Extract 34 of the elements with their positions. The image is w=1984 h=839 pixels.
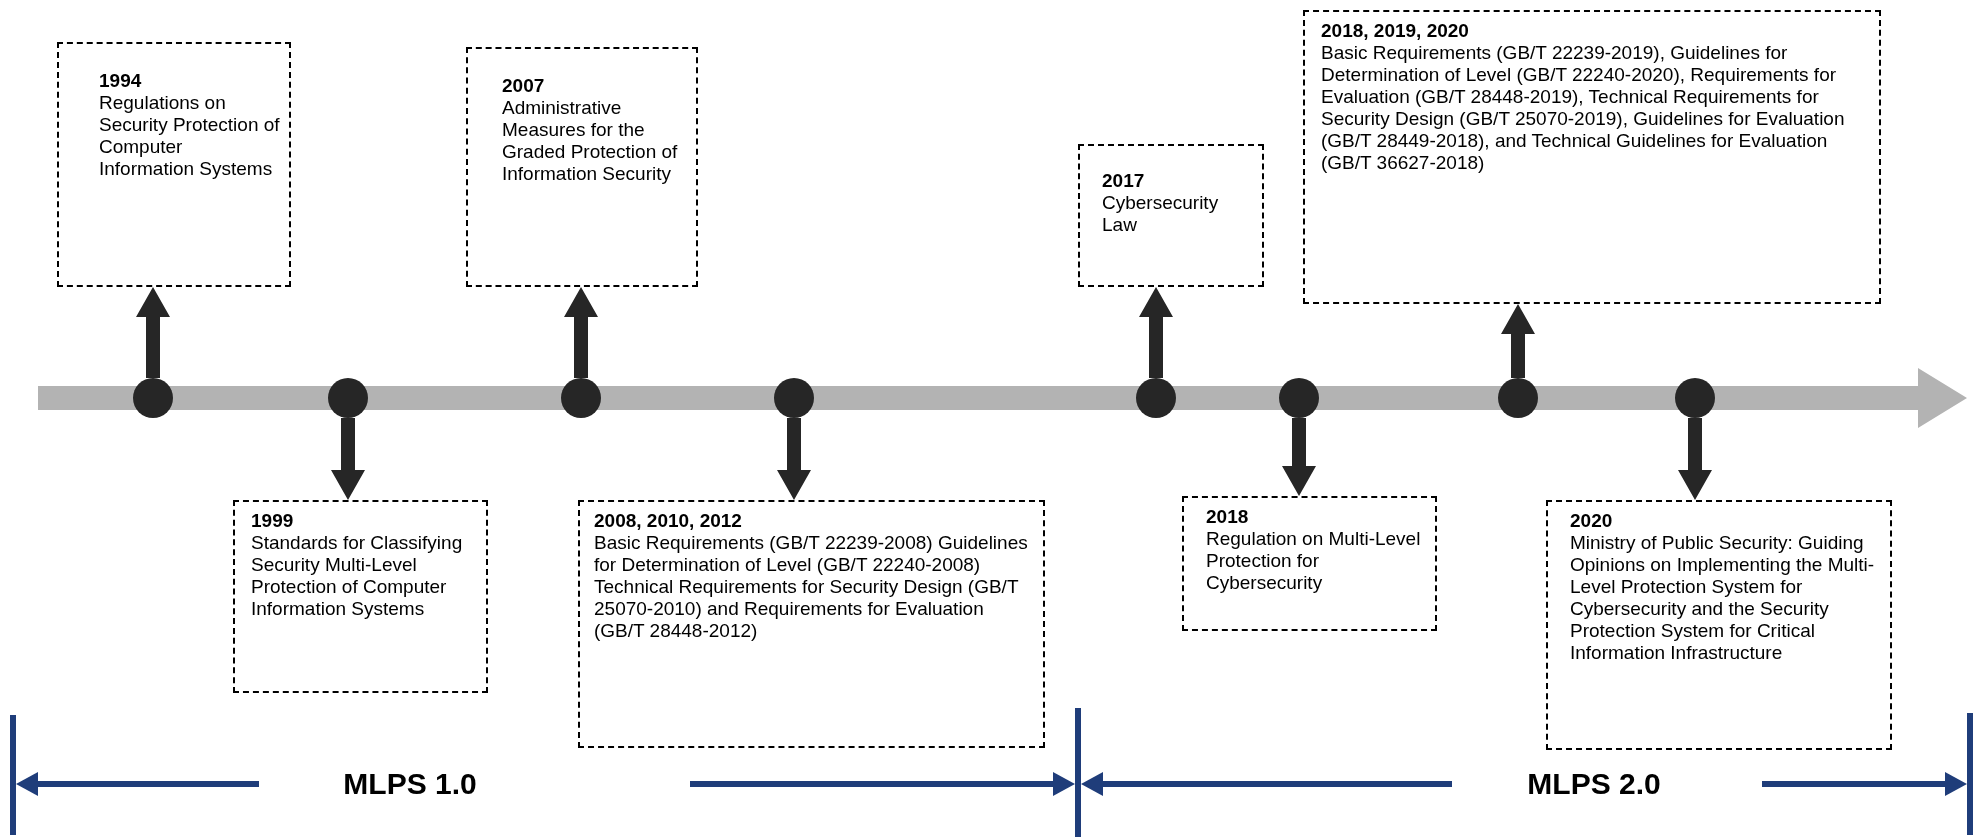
event-box — [1546, 500, 1892, 750]
arrow — [777, 418, 811, 500]
event-year: 2018, 2019, 2020 — [1321, 20, 1470, 42]
event-year: 1994 — [99, 70, 143, 92]
event-description: Ministry of Public Security: Guiding Opinions on Implementing the Multi-Level Protection System for Cybersecurity and the Security Protection System for Critical Information Infrastructure — [1570, 532, 1876, 664]
arrow — [1678, 418, 1712, 500]
event-year: 2007 — [502, 75, 546, 97]
event-description: Cybersecurity Law — [1102, 192, 1220, 236]
arrow — [136, 287, 170, 378]
arrow — [1282, 418, 1316, 496]
event-description: Regulations on Security Protection of Computer Information Systems — [99, 92, 281, 180]
event-box — [578, 500, 1045, 748]
event-description: Basic Requirements (GB/T 22239-2008) Guidelines for Determination of Level (GB/T 22240-2008) Technical Requirements for Security Design (GB/T 25070-2010) and Requirements for Evaluation (GB/T 28448-2012) — [594, 532, 1029, 642]
event-box — [233, 500, 488, 693]
event-box — [1303, 10, 1881, 304]
arrow — [1501, 304, 1535, 378]
period-label: MLPS 2.0 — [1527, 767, 1661, 801]
event-description: Regulation on Multi-Level Protection for Cybersecurity — [1206, 528, 1422, 594]
event-box — [1182, 496, 1437, 631]
event-year: 1999 — [251, 510, 295, 532]
arrow — [1139, 287, 1173, 378]
arrow — [564, 287, 598, 378]
event-year: 2017 — [1102, 170, 1146, 192]
arrow — [331, 418, 365, 500]
event-box — [57, 42, 291, 287]
event-description: Basic Requirements (GB/T 22239-2019), Guidelines for Determination of Level (GB/T 22240-2020), Requirements for Evaluation (GB/T 28448-2019), Technical Requirements for Security Design (GB/T 25070-2019), Guidelines for Evaluation (GB/T 28449-2018), and Technical Guidelines for Evaluation (GB/T 36627-2018) — [1321, 42, 1846, 174]
period-label: MLPS 1.0 — [343, 767, 477, 801]
event-description: Standards for Classifying Security Multi-Level Protection of Computer Information Systems — [251, 532, 464, 620]
event-box — [466, 47, 698, 287]
event-box — [1078, 144, 1264, 287]
event-year: 2008, 2010, 2012 — [594, 510, 743, 532]
event-description: Administrative Measures for the Graded Protection of Information Security — [502, 97, 679, 185]
event-year: 2018 — [1206, 506, 1250, 528]
event-year: 2020 — [1570, 510, 1614, 532]
